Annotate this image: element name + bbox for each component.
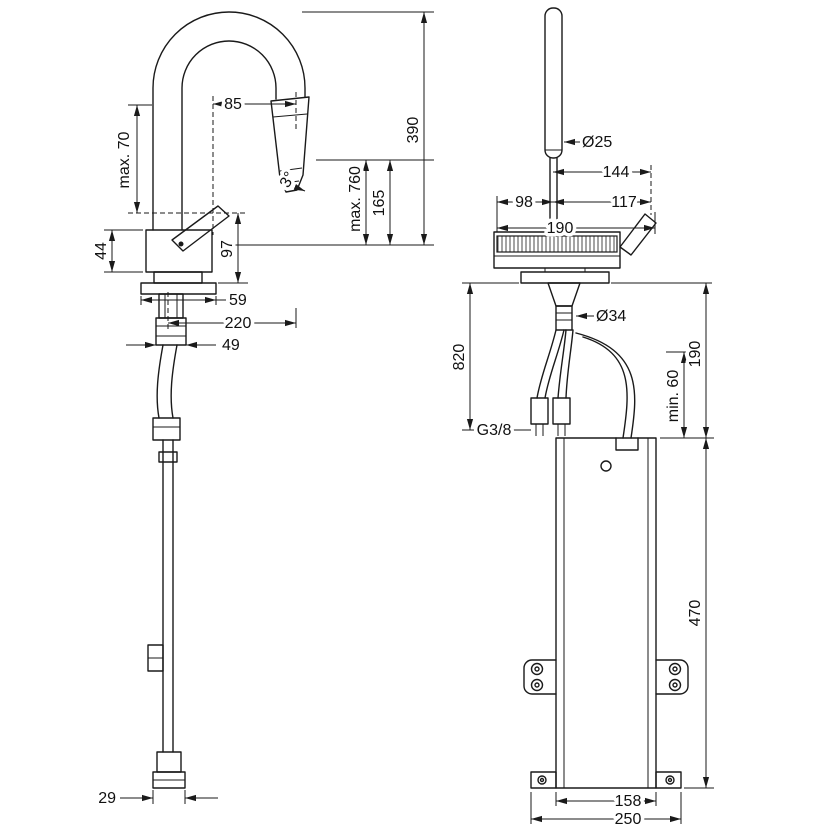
box-flange-left (530, 771, 557, 789)
supply-hoses-side (536, 329, 574, 399)
thread-lines (556, 312, 572, 321)
right-view-faucet (493, 7, 689, 789)
label-820: 820 (451, 344, 468, 371)
reference-dashed-lines (128, 92, 652, 330)
pullout-spray-stick (544, 7, 563, 159)
hose-nut-tails (535, 424, 566, 436)
tab-right-bolt-1 (668, 662, 682, 676)
tab-left-bolt-2 (530, 678, 544, 692)
leader-angle3 (293, 184, 306, 192)
label-max-760: max. 760 (347, 166, 364, 232)
label-250: 250 (615, 811, 642, 828)
faucet-neck (153, 271, 203, 284)
mounting-box (555, 437, 657, 789)
dimension-lines (108, 11, 710, 823)
side-handle-lever (619, 213, 657, 256)
shank-fitting-lines (156, 325, 186, 337)
box-tab-right (655, 659, 689, 695)
flange-right-bolt (665, 775, 675, 785)
label-190-depth: 190 (687, 341, 704, 368)
hose-ring (158, 451, 178, 463)
dimension-labels: max. 70 85 390 165 max. 760 3° 97 44 59 … (90, 93, 708, 828)
left-view-faucet (140, 11, 310, 789)
shank-fitting (155, 317, 187, 346)
label-470: 470 (687, 600, 704, 627)
box-vent-hole (600, 460, 612, 472)
label-dia-25: Ø25 (582, 134, 612, 151)
label-59: 59 (229, 292, 247, 309)
label-dia-34: Ø34 (596, 308, 626, 325)
escutcheon-base (140, 282, 217, 295)
label-390: 390 (405, 117, 422, 144)
label-44: 44 (93, 242, 110, 260)
label-117: 117 (611, 194, 637, 211)
hose-connector (152, 417, 181, 441)
hose-nut-right (552, 397, 571, 425)
label-144: 144 (603, 164, 630, 181)
ext-lines-right-view (462, 196, 714, 824)
mounting-nut (158, 293, 184, 319)
curved-hose-to-box (575, 332, 636, 439)
box-top-notch (615, 437, 639, 451)
spout-body-side (493, 231, 621, 269)
supply-hose (156, 344, 178, 419)
mounting-nut-facets (164, 294, 178, 318)
mounting-box-inner-walls (563, 438, 649, 788)
box-flange-right (655, 771, 682, 789)
label-190-width: 190 (547, 220, 574, 237)
label-97: 97 (219, 240, 236, 258)
pullout-hose-rod (162, 439, 174, 753)
tab-right-bolt-2 (668, 678, 682, 692)
tab-left-bolt-1 (530, 662, 544, 676)
flange-right-bolt-center (667, 777, 673, 783)
hose-nut-left (530, 397, 549, 425)
spout-face-grid (496, 235, 618, 253)
handle-pivot-pin (178, 241, 184, 247)
spout-inner-outline (181, 40, 277, 231)
threaded-shank (555, 305, 573, 331)
handle-lever (171, 205, 230, 252)
spout-outline (152, 11, 306, 231)
label-29: 29 (98, 790, 116, 807)
label-49: 49 (222, 337, 240, 354)
flange-left-bolt (537, 775, 547, 785)
label-g38: G3/8 (477, 422, 512, 439)
box-tab-left (523, 659, 557, 695)
label-220: 220 (225, 315, 252, 332)
side-escutcheon (520, 271, 610, 284)
tab-left-bolt-1-center (534, 666, 540, 672)
tab-right-bolt-2-center (672, 682, 678, 688)
flange-left-bolt-center (539, 777, 545, 783)
tab-right-bolt-1-center (672, 666, 678, 672)
label-min-60: min. 60 (665, 370, 682, 423)
hose-weight-top (156, 751, 182, 773)
shank-cone (547, 282, 581, 307)
label-165: 165 (371, 190, 388, 217)
spray-head-detail-lines (272, 113, 308, 184)
label-98: 98 (515, 194, 533, 211)
tab-left-bolt-2-center (534, 682, 540, 688)
label-85: 85 (224, 96, 242, 113)
label-158: 158 (615, 793, 642, 810)
label-max-70: max. 70 (116, 131, 133, 188)
